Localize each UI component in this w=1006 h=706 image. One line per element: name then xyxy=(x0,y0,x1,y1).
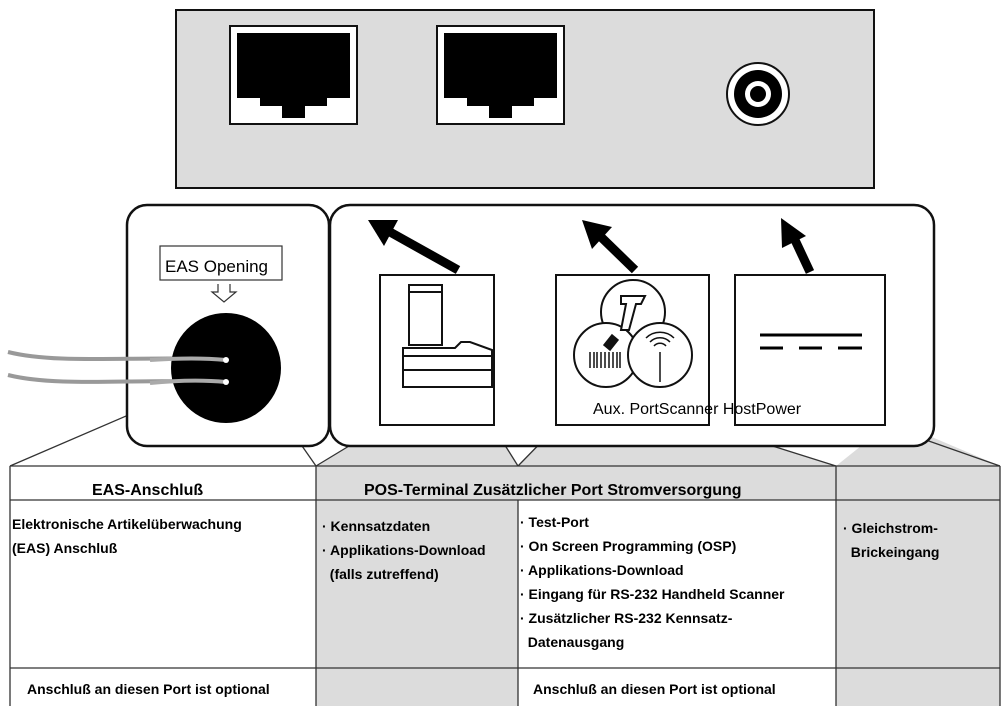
rj45-port-icon xyxy=(436,25,565,125)
port-labels: Aux. PortScanner HostPower xyxy=(593,401,802,418)
cell-line: (falls zutreffend) xyxy=(322,566,439,582)
pos-terminal-port xyxy=(379,274,495,426)
footer-col1: Anschluß an diesen Port ist optional xyxy=(27,681,270,697)
cell-line: (EAS) Anschluß xyxy=(12,540,118,556)
cell-line: · Kennsatzdaten xyxy=(322,518,431,534)
cell-line: · Zusätzlicher RS-232 Kennsatz- xyxy=(520,610,733,626)
rj45-port-icon xyxy=(229,25,358,125)
col4-text: · Gleichstrom- Brickeingang xyxy=(843,516,939,564)
header-rest: POS-Terminal Zusätzlicher Port Stromvers… xyxy=(364,482,742,499)
eas-opening-callout xyxy=(159,245,283,303)
arrow-icon xyxy=(368,220,461,274)
header-eas: EAS-Anschluß xyxy=(92,482,204,499)
port-table xyxy=(9,465,1001,706)
footer-col3: Anschluß an diesen Port ist optional xyxy=(533,681,776,697)
cell-line: · Eingang für RS-232 Handheld Scanner xyxy=(520,586,785,602)
power-port xyxy=(734,274,886,426)
cell-line: · Applikations-Download xyxy=(520,562,684,578)
eas-connector-icon xyxy=(7,313,281,423)
arrow-icon xyxy=(781,218,815,274)
col3-text: · Test-Port · On Screen Programming (OSP… xyxy=(520,510,785,654)
cell-line: · Test-Port xyxy=(520,514,589,530)
cell-line: · Applikations-Download xyxy=(322,542,486,558)
col1-text: Elektronische Artikelüberwachung (EAS) A… xyxy=(12,512,242,560)
arrow-icon xyxy=(582,220,639,274)
pos-terminal-icon xyxy=(402,284,493,388)
eas-opening-label: EAS Opening xyxy=(165,257,269,276)
cell-line: Elektronische Artikelüberwachung xyxy=(12,516,242,532)
col2-text: · Kennsatzdaten · Applikations-Download … xyxy=(322,514,486,586)
cell-line: · On Screen Programming (OSP) xyxy=(520,538,737,554)
scanner-icon xyxy=(573,279,693,388)
cell-line: Brickeingang xyxy=(843,544,940,560)
power-jack-icon xyxy=(726,62,790,126)
cell-line: · Gleichstrom- xyxy=(843,520,938,536)
cell-line: Datenausgang xyxy=(520,634,625,650)
dc-power-icon xyxy=(760,333,862,350)
